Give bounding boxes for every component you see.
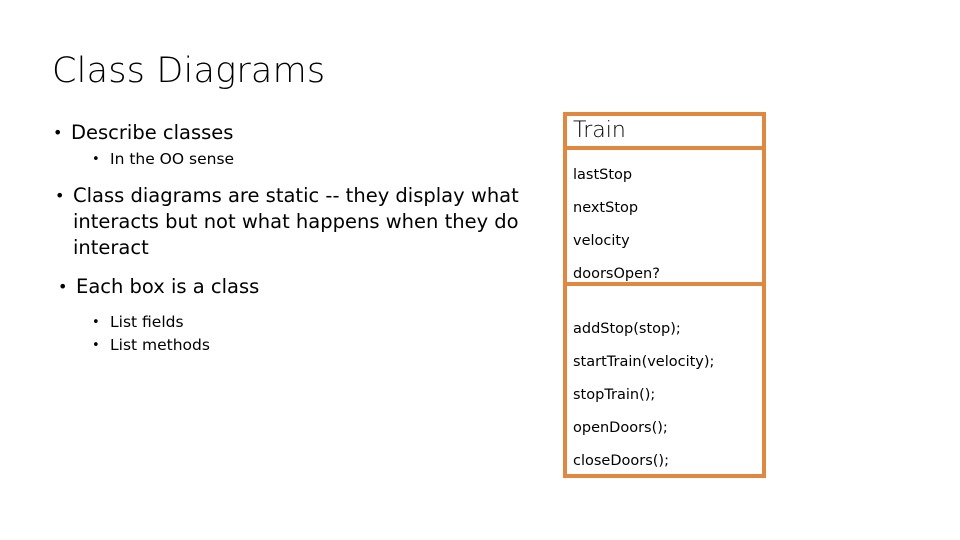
uml-field: doorsOpen? <box>573 266 660 283</box>
uml-method: openDoors(); <box>573 419 668 436</box>
uml-field: nextStop <box>573 200 639 217</box>
uml-class-name: Train <box>573 118 626 144</box>
list-item-label: Each box is a class <box>76 275 260 298</box>
uml-method: stopTrain(); <box>573 386 656 403</box>
uml-method: startTrain(velocity); <box>573 353 715 370</box>
uml-method: closeDoors(); <box>573 452 669 469</box>
list-item-label: Describe classes <box>71 121 234 144</box>
spacer <box>40 263 520 274</box>
spacer <box>40 302 520 311</box>
uml-fields-compartment: lastStop nextStop velocity doorsOpen? <box>567 150 762 286</box>
list-item: • In the OO sense <box>40 148 520 171</box>
list-item: • Each box is a class <box>40 274 520 300</box>
uml-class-box: Train lastStop nextStop velocity doorsOp… <box>563 112 766 478</box>
bullet-point-icon: • <box>92 315 100 330</box>
list-item-label: List fields <box>110 313 184 331</box>
page-title: Class Diagrams <box>52 51 326 91</box>
list-item-label: List methods <box>110 336 210 354</box>
uml-method: addStop(stop); <box>573 320 681 337</box>
bullet-point-icon: • <box>53 123 63 142</box>
list-item: • List methods <box>40 334 520 357</box>
list-item-label: Class diagrams are static -- they displa… <box>73 184 519 259</box>
spacer <box>40 171 520 183</box>
bullet-list: • Describe classes • In the OO sense • C… <box>40 120 520 357</box>
bullet-point-icon: • <box>58 277 68 296</box>
bullet-point-icon: • <box>92 152 100 167</box>
list-item: • Class diagrams are static -- they disp… <box>40 183 520 261</box>
bullet-point-icon: • <box>92 338 100 353</box>
uml-field: velocity <box>573 233 630 250</box>
uml-field: lastStop <box>573 167 633 184</box>
uml-methods-compartment: addStop(stop); startTrain(velocity); sto… <box>567 286 762 474</box>
uml-class-name-compartment: Train <box>567 116 762 151</box>
list-item-label: In the OO sense <box>110 150 235 168</box>
list-item: • Describe classes <box>40 120 520 146</box>
bullet-point-icon: • <box>55 186 65 205</box>
list-item: • List fields <box>40 311 520 334</box>
